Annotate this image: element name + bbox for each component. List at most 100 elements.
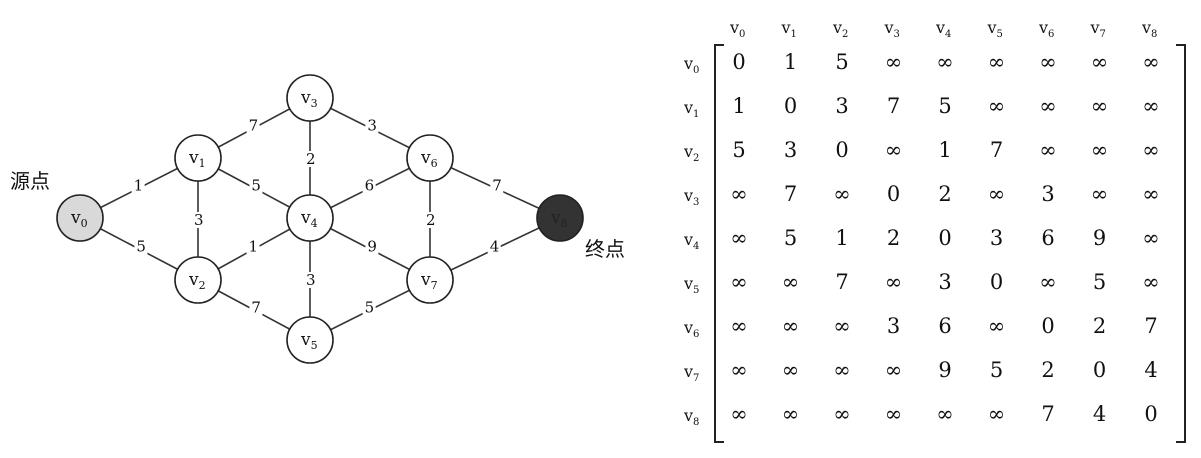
matrix-cell: ∞ xyxy=(781,314,800,338)
node-label: v6 xyxy=(420,148,438,170)
col-header: v7 xyxy=(1090,18,1106,41)
matrix-cell: 1 xyxy=(732,94,746,118)
col-header: v3 xyxy=(884,18,900,41)
edge-weight-bg xyxy=(304,151,317,167)
col-header: v0 xyxy=(730,18,746,41)
node-v0: v0 xyxy=(56,194,104,242)
edge-weight-v2-v5: 7 xyxy=(251,298,261,316)
matrix-cell: 2 xyxy=(938,182,952,206)
matrix-cell: ∞ xyxy=(987,50,1006,74)
edge-weight-bg xyxy=(362,177,376,194)
matrix-cell: 7 xyxy=(1041,402,1055,426)
row-header: v7 xyxy=(684,362,700,385)
matrix-cell: 0 xyxy=(783,94,798,118)
matrix-cell: ∞ xyxy=(781,270,800,294)
node-circle xyxy=(406,256,454,304)
matrix-cell: ∞ xyxy=(730,314,748,338)
matrix-cell: 3 xyxy=(989,226,1004,250)
node-circle xyxy=(406,134,454,182)
edge-weight-bg xyxy=(192,212,205,228)
matrix-cell: 5 xyxy=(835,50,849,74)
matrix-cell: 6 xyxy=(938,314,952,338)
matrix-cell: 3 xyxy=(938,270,952,294)
target-label: 终点 xyxy=(585,237,625,261)
edge-weight-bg xyxy=(246,117,260,134)
node-v3: v3 xyxy=(286,74,334,122)
edge-weight-bg xyxy=(424,212,437,228)
node-circle xyxy=(286,316,334,364)
edge-weight-bg xyxy=(365,117,379,134)
matrix-cell: ∞ xyxy=(781,402,800,426)
node-circle xyxy=(536,194,584,242)
edge-weight-v1-v2: 3 xyxy=(194,211,204,229)
node-circle xyxy=(174,256,222,304)
edge-weight-v3-v4: 2 xyxy=(306,150,316,168)
node-label: v0 xyxy=(70,208,88,230)
matrix-cell: ∞ xyxy=(1090,50,1109,74)
row-header: v8 xyxy=(684,406,700,429)
matrix-cell: 7 xyxy=(886,94,901,118)
edge-weight-bg xyxy=(365,238,379,255)
col-header: v8 xyxy=(1142,18,1158,41)
matrix-cell: 5 xyxy=(732,138,746,162)
matrix-cell: ∞ xyxy=(884,50,903,74)
matrix-cell: 1 xyxy=(835,226,849,250)
matrix-cell: 0 xyxy=(886,182,901,206)
node-label: v5 xyxy=(300,330,318,352)
edge-weight-bg xyxy=(362,299,376,316)
node-v8: v8 xyxy=(536,194,584,242)
matrix-cell: ∞ xyxy=(1090,138,1109,162)
matrix-cell: 0 xyxy=(732,50,746,74)
matrix-cell: ∞ xyxy=(1142,94,1160,118)
node-circle xyxy=(286,194,334,242)
matrix-cell: ∞ xyxy=(1142,226,1160,250)
matrix-cell: ∞ xyxy=(884,402,903,426)
source-label: 源点 xyxy=(10,169,50,193)
node-v2: v2 xyxy=(174,256,222,304)
node-circle xyxy=(56,194,104,242)
matrix-cell: 5 xyxy=(938,94,952,118)
matrix-cell: 3 xyxy=(1041,182,1055,206)
matrix-cell: 4 xyxy=(1092,402,1107,426)
matrix-cell: ∞ xyxy=(1090,94,1109,118)
node-label: v8 xyxy=(550,208,568,230)
edge-weight-bg xyxy=(304,272,317,288)
matrix-cell: ∞ xyxy=(884,270,903,294)
matrix-cell: ∞ xyxy=(781,358,800,382)
node-v5: v5 xyxy=(286,316,334,364)
right-bracket xyxy=(1176,44,1186,443)
matrix-cell: ∞ xyxy=(833,358,851,382)
edge-weight-bg xyxy=(249,177,263,194)
matrix-cell: 7 xyxy=(989,138,1004,162)
row-header: v6 xyxy=(684,318,700,341)
edge-weight-v2-v4: 1 xyxy=(249,237,259,255)
col-header: v2 xyxy=(833,18,849,41)
matrix-cell: 3 xyxy=(783,138,798,162)
node-v4: v4 xyxy=(286,194,334,242)
matrix-cell: ∞ xyxy=(730,182,748,206)
node-v7: v7 xyxy=(406,256,454,304)
edge-weight-v0-v1: 1 xyxy=(134,176,144,194)
matrix-cell: 3 xyxy=(835,94,849,118)
edge-weight-v4-v7: 9 xyxy=(367,237,377,255)
node-label: v4 xyxy=(300,208,318,230)
edge-weight-v4-v6: 6 xyxy=(365,176,375,194)
matrix-cell: 0 xyxy=(835,138,849,162)
node-circle xyxy=(174,134,222,182)
matrix-cell: ∞ xyxy=(936,50,954,74)
matrix-cell: ∞ xyxy=(987,182,1006,206)
matrix-cell: ∞ xyxy=(987,314,1006,338)
matrix-cell: 5 xyxy=(1092,270,1107,294)
matrix-cell: ∞ xyxy=(730,402,748,426)
row-header: v2 xyxy=(684,142,700,165)
matrix-cell: ∞ xyxy=(884,358,903,382)
matrix-cell: ∞ xyxy=(1039,138,1057,162)
row-header: v0 xyxy=(684,54,700,77)
node-label: v7 xyxy=(420,270,438,292)
edge-weight-bg xyxy=(490,177,504,194)
matrix-cell: 7 xyxy=(783,182,798,206)
matrix-cell: ∞ xyxy=(1090,182,1109,206)
edge-weight-v6-v8: 7 xyxy=(492,176,502,194)
matrix-cell: 5 xyxy=(989,358,1004,382)
edge-weight-bg xyxy=(249,299,263,316)
